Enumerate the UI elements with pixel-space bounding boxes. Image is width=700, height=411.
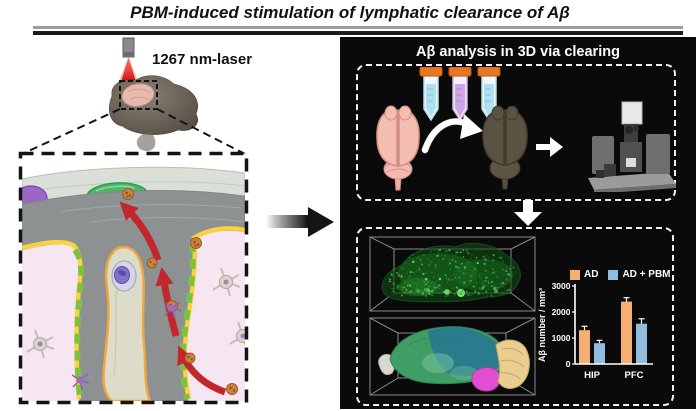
svg-text:Aβ number / mm³: Aβ number / mm³ [537,288,547,362]
legend-label-ad: AD [584,269,598,280]
results-box: AD AD + PBM 0 1000 2000 3000HIP PFC Aβ number… [356,227,674,406]
midbrain-region [472,368,500,391]
laser-label: 1267 nm-laser [152,51,252,68]
perivascular-clearance-art [15,167,256,401]
legend-swatch-ad [570,270,580,280]
chart-legend: AD AD + PBM [570,269,671,280]
svg-text:PFC: PFC [625,370,644,381]
analysis-panel: Aβ analysis in 3D via clearing [340,37,696,409]
legend-swatch-ad-pbm [608,270,618,280]
fluorescent-brain-3d [368,235,538,313]
laser-icon [117,38,140,86]
svg-text:0: 0 [566,359,571,369]
title-divider-black [33,31,683,35]
right-arrow-icon [536,136,564,158]
svg-text:3000: 3000 [552,283,571,291]
mouse-head-icon [109,76,198,151]
analysis-panel-title: Aβ analysis in 3D via clearing [340,44,696,60]
figure-title: PBM-induced stimulation of lymphatic cle… [0,3,700,23]
svg-text:HIP: HIP [584,370,601,381]
clearing-workflow-box [356,64,676,201]
segmented-brain-3d [368,315,538,399]
svg-text:2000: 2000 [552,307,571,317]
title-divider-gray [33,26,683,29]
cerebellum-region [496,340,529,388]
vessel-cell [112,261,136,291]
bar-chart: 0 1000 2000 3000HIP PFC Aβ number / mm³ [536,283,666,383]
laser-beam-icon [121,57,136,82]
cleared-brain-icon [478,106,532,191]
light-sheet-microscope-icon [584,100,678,192]
curved-arrow-icon [420,112,484,156]
svg-text:1000: 1000 [552,333,571,343]
zoom-connector-left [22,109,120,154]
legend-label-ad-pbm: AD + PBM [622,269,670,280]
flow-arrow-icon [266,206,336,238]
down-arrow-icon [510,200,546,226]
